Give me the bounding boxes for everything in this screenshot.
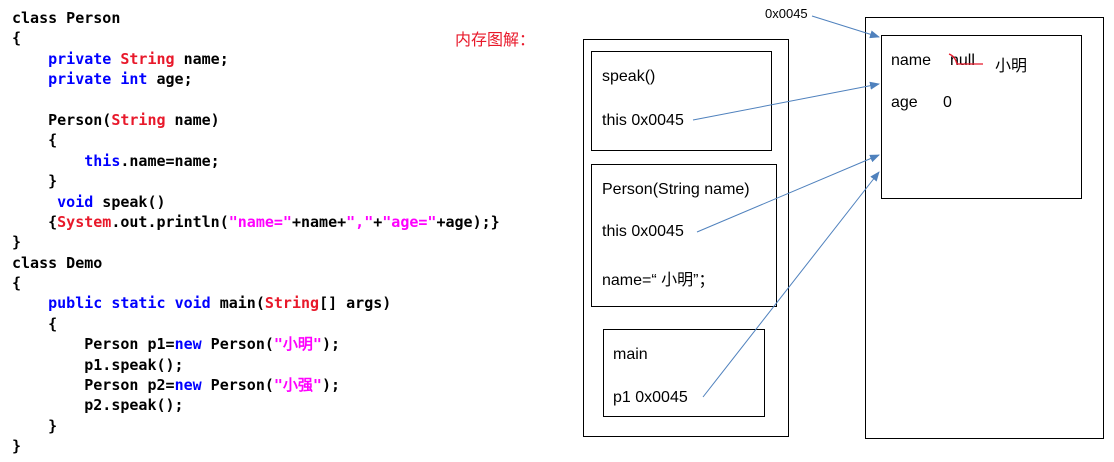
code-token: {: [12, 212, 58, 231]
arrow-speak-this: [692, 81, 880, 121]
stack-area: [583, 39, 789, 437]
code-line: {: [12, 130, 500, 150]
code-token: age;: [147, 70, 193, 89]
field-name-label: name: [891, 52, 932, 69]
constructor-this-ref: this 0x0045: [602, 223, 684, 240]
speak-frame: [591, 51, 772, 151]
code-token: public: [48, 294, 103, 313]
code-line: p1.speak();: [12, 355, 500, 375]
code-token: +name+: [291, 212, 347, 231]
code-token: +age);}: [436, 212, 500, 231]
code-token: .name=name;: [120, 151, 220, 170]
arrow-main-p1: [702, 171, 880, 398]
code-token: private: [48, 49, 112, 68]
null-strikethrough: [948, 53, 983, 65]
code-line: p2.speak();: [12, 395, 500, 415]
code-line: }: [12, 436, 500, 456]
code-token: void: [57, 192, 94, 211]
code-line: void speak(): [12, 192, 500, 212]
code-token: }: [12, 437, 22, 456]
field-name-old-value: null: [950, 52, 975, 69]
code-token: class Demo: [12, 253, 103, 272]
code-token: }: [12, 172, 58, 191]
arrow-heap-label: [811, 15, 880, 39]
code-token: {: [12, 29, 22, 48]
code-line: private String name;: [12, 49, 500, 69]
code-line: Person p2=new Person("小强");: [12, 375, 500, 395]
main-frame: [603, 329, 765, 417]
code-token: new: [174, 376, 202, 395]
person-object: [881, 35, 1082, 199]
code-line: class Person: [12, 8, 500, 28]
main-p1-ref: p1 0x0045: [613, 389, 688, 406]
code-token: p1.speak();: [12, 355, 184, 374]
code-token: Person(: [201, 376, 274, 395]
field-name-new-value: 小明: [995, 58, 1028, 75]
diagram-title: 内存图解：: [455, 30, 536, 49]
code-token: private: [48, 70, 112, 89]
code-token: {: [12, 274, 22, 293]
code-token: [] args): [319, 294, 392, 313]
code-line: private int age;: [12, 69, 500, 89]
code-token: Person(: [12, 110, 112, 129]
code-line: }: [12, 171, 500, 191]
code-token: }: [12, 416, 58, 435]
code-token: .out.println(: [111, 212, 229, 231]
code-token: String: [264, 294, 320, 313]
code-token: System: [57, 212, 112, 231]
code-token: "age=": [382, 212, 437, 231]
code-token: Person(: [201, 335, 274, 354]
code-line: this.name=name;: [12, 151, 500, 171]
code-token: this: [84, 151, 121, 170]
code-line: public static void main(String[] args): [12, 293, 500, 313]
code-token: );: [321, 335, 341, 354]
code-token: ",": [346, 212, 374, 231]
code-token: void: [174, 294, 211, 313]
code-line: Person(String name): [12, 110, 500, 130]
code-line: Person p1=new Person("小明");: [12, 334, 500, 354]
code-token: {: [12, 131, 58, 150]
main-method-label: main: [613, 346, 648, 363]
code-token: {: [12, 314, 58, 333]
speak-this-ref: this 0x0045: [602, 112, 684, 129]
code-token: int: [120, 70, 148, 89]
code-line: }: [12, 232, 500, 252]
constructor-param: name=“ 小明”；: [602, 272, 715, 289]
speak-method-label: speak(): [602, 68, 656, 85]
code-token: p2.speak();: [12, 396, 184, 415]
constructor-frame: [591, 164, 777, 307]
code-token: }: [12, 233, 22, 252]
code-token: );: [321, 376, 341, 395]
code-line: {: [12, 273, 500, 293]
code-token: +: [373, 212, 383, 231]
code-token: name;: [174, 49, 229, 68]
code-token: static: [111, 294, 166, 313]
code-line: {System.out.println("name="+name+","+"ag…: [12, 212, 500, 232]
code-token: String: [111, 110, 166, 129]
field-age-label: age: [891, 94, 918, 111]
arrow-constructor-this: [696, 154, 880, 233]
code-line: }: [12, 416, 500, 436]
code-line: {: [12, 28, 500, 48]
field-age-value: 0: [943, 94, 952, 111]
code-token: main(: [210, 294, 265, 313]
java-code-block: class Person { private String name; priva…: [12, 8, 500, 457]
code-line: class Demo: [12, 253, 500, 273]
code-token: speak(): [93, 192, 166, 211]
code-token: "name=": [228, 212, 292, 231]
code-token: Person p2=: [12, 376, 175, 395]
code-token: "小强": [273, 376, 322, 395]
code-token: String: [120, 49, 175, 68]
constructor-method-label: Person(String name): [602, 181, 750, 198]
heap-address-label: 0x0045: [765, 6, 808, 21]
code-token: class Person: [12, 9, 121, 27]
code-token: new: [174, 335, 202, 354]
code-token: Person p1=: [12, 335, 175, 354]
code-token: name): [165, 110, 220, 129]
code-token: "小明": [273, 335, 322, 354]
heap-area: [865, 17, 1104, 439]
code-line: {: [12, 314, 500, 334]
